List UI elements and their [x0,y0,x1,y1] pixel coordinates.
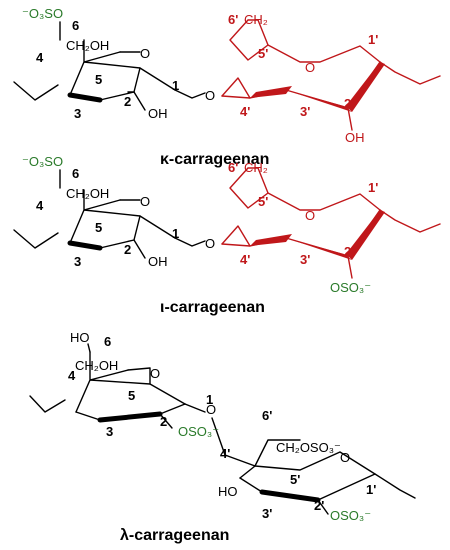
lambda-ch2oso3-label: CH₂OSO₃⁻ [276,440,341,455]
kappa-right-oxygen: O [305,60,315,75]
iota-label-1: 1 [172,226,179,241]
kappa-label-5: 5 [95,72,102,87]
kappa-title: κ-carrageenan [160,151,269,168]
kappa-ring-oxygen: O [140,46,150,61]
lambda-ring-oxygen: O [150,366,160,381]
kappa-label-6p: 6' [228,12,238,27]
kappa-label-6: 6 [72,18,79,33]
kappa-oh-2-label: OH [148,106,168,121]
lambda-ring2-oxygen: O [340,450,350,465]
lambda-link-oxygen: O [206,402,216,417]
lambda-label-3: 3 [106,424,113,439]
lambda-title: λ-carrageenan [120,527,229,544]
lambda-label-1: 1 [206,392,213,407]
iota-label-2p: 2' [344,244,354,259]
kappa-label-2p: 2' [344,96,354,111]
iota-ch2-6p-label: CH₂ [244,160,268,175]
iota-label-6: 6 [72,166,79,181]
lambda-label-3p: 3' [262,506,272,521]
iota-label-3p: 3' [300,252,310,267]
kappa-oh-2p-label: OH [345,130,365,145]
iota-link-oxygen: O [205,236,215,251]
iota-sulfate-2p-label: OSO₃⁻ [330,280,371,295]
lambda-sulfate-2p-label: OSO₃⁻ [330,508,371,523]
lambda-label-6: 6 [104,334,111,349]
lambda-label-6p: 6' [262,408,272,423]
lambda-label-2: 2 [160,414,167,429]
lambda-label-5: 5 [128,388,135,403]
iota-label-6p: 6' [228,160,238,175]
iota-label-4p: 4' [240,252,250,267]
kappa-label-1: 1 [172,78,179,93]
lambda-label-1p: 1' [366,482,376,497]
kappa-label-4p: 4' [240,104,250,119]
iota-label-4: 4 [36,198,44,213]
iota-ch2oh-label: CH₂OH [66,186,109,201]
kappa-ch2-6p-label: CH₂ [244,12,268,27]
kappa-link-oxygen: O [205,88,215,103]
kappa-label-3p: 3' [300,104,310,119]
kappa-label-1p: 1' [368,32,378,47]
iota-label-3: 3 [74,254,81,269]
kappa-sulfate-4-label: ⁻O₃SO [22,6,63,21]
lambda-ch2oh-label: CH₂OH [75,358,118,373]
lambda-label-4: 4 [68,368,76,383]
kappa-label-5p: 5' [258,46,268,61]
lambda-label-5p: 5' [290,472,300,487]
lambda-label-4p: 4' [220,446,230,461]
kappa-label-2: 2 [124,94,131,109]
iota-title: ι-carrageenan [160,299,265,316]
kappa-ch2oh-label: CH₂OH [66,38,109,53]
iota-oh-2-label: OH [148,254,168,269]
lambda-ho-3p-label: HO [218,484,238,499]
kappa-label-3: 3 [74,106,81,121]
lambda-sulfate-2-label: OSO₃⁻ [178,424,219,439]
iota-ring-oxygen: O [140,194,150,209]
iota-label-5: 5 [95,220,102,235]
lambda-ho-4-label: HO [70,330,90,345]
lambda-label-2p: 2' [314,498,324,513]
lambda-structure: HO CH₂OH O OSO₃⁻ O CH₂OSO₃⁻ O HO OSO₃⁻ 6… [29,330,416,544]
iota-right-oxygen: O [305,208,315,223]
iota-sulfate-4-label: ⁻O₃SO [22,154,63,169]
iota-label-2: 2 [124,242,131,257]
kappa-structure: ⁻O₃SO CH₂OH O OH O CH₂ O OH 6 4 5 3 2 1 … [13,6,441,168]
iota-label-1p: 1' [368,180,378,195]
iota-label-5p: 5' [258,194,268,209]
kappa-label-4: 4 [36,50,44,65]
iota-structure: ⁻O₃SO CH₂OH O OH O CH₂ O OSO₃⁻ 6 4 5 3 2… [13,154,441,316]
